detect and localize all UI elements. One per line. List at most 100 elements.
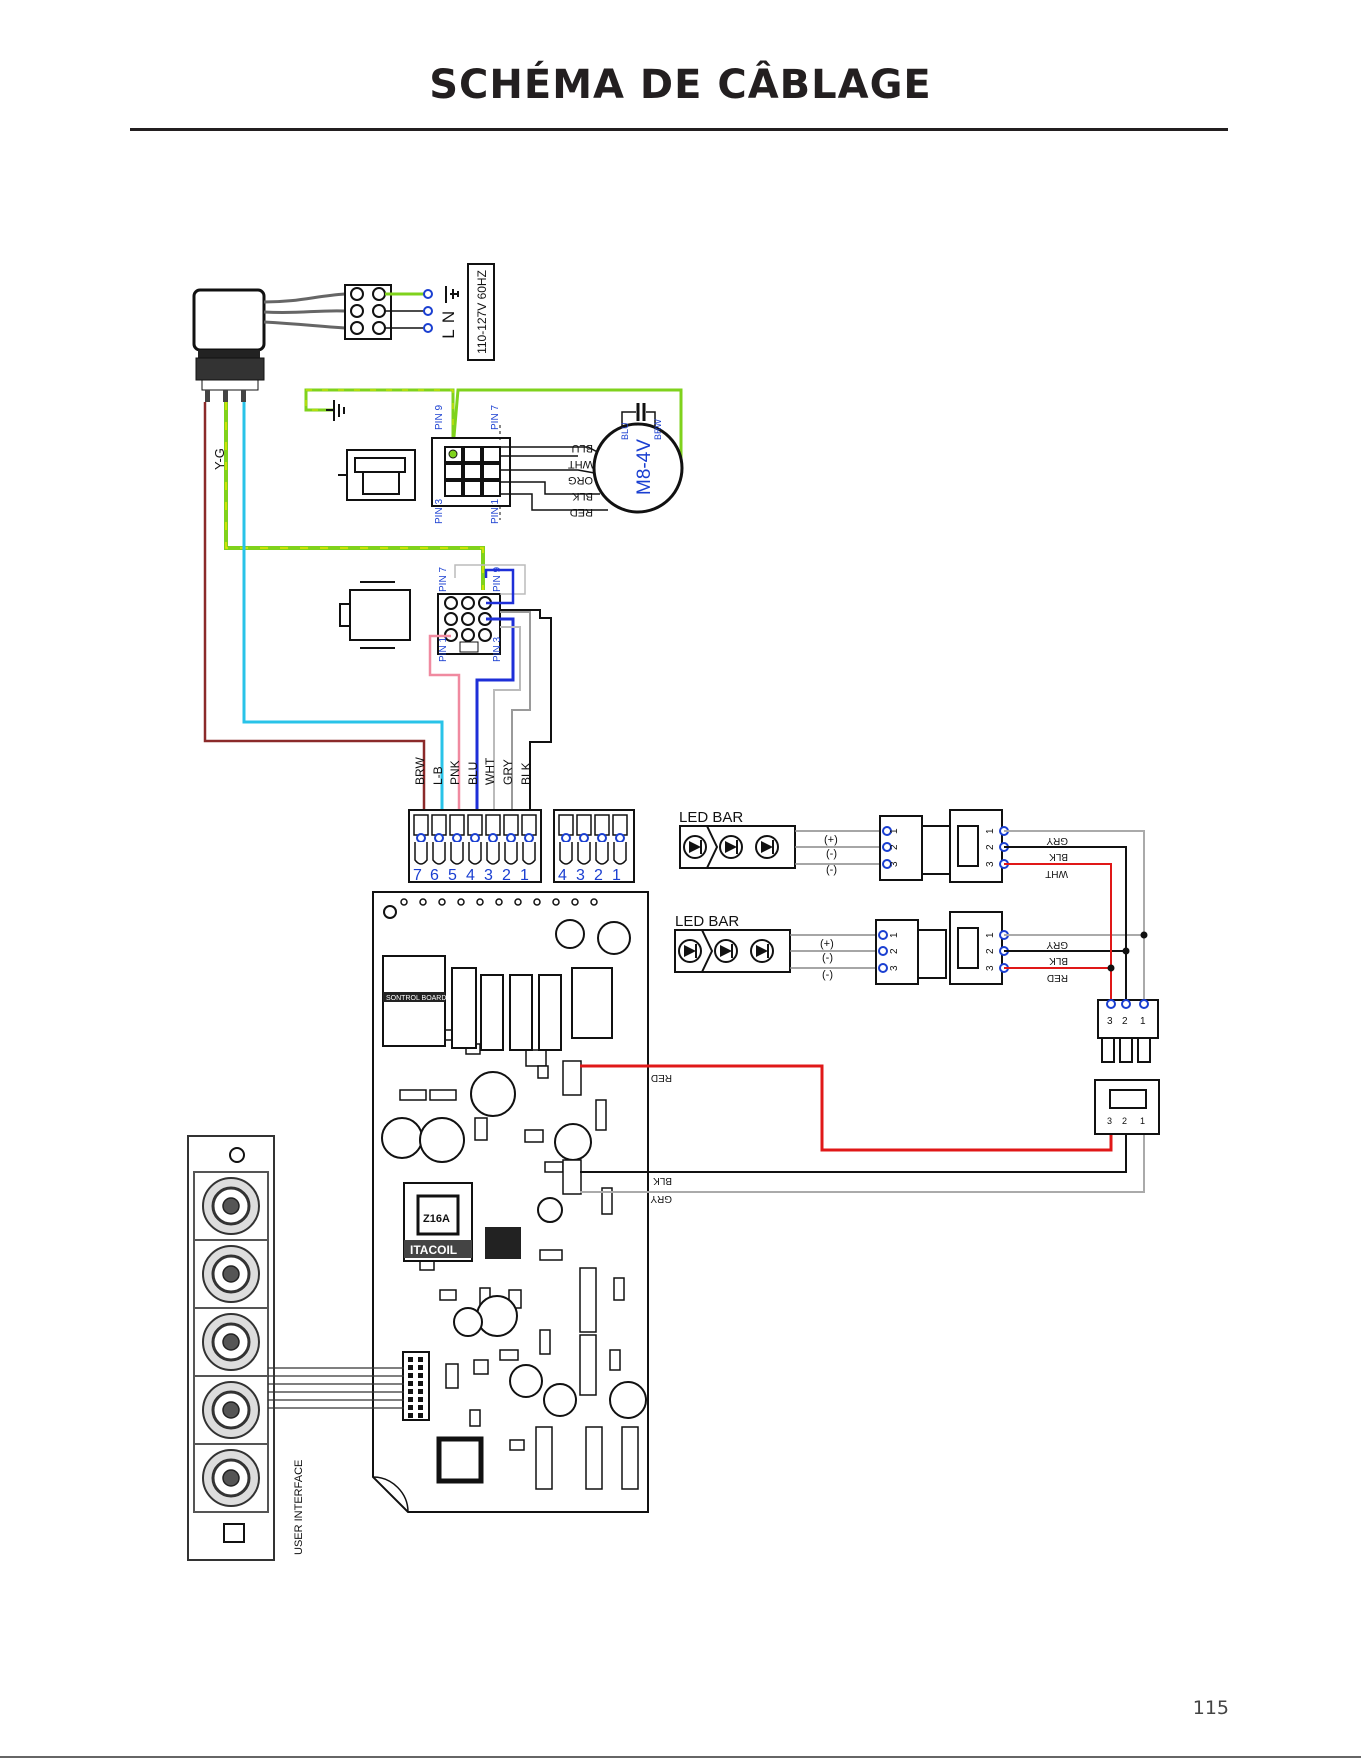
power-plug-base (195, 357, 265, 381)
svg-text:3: 3 (985, 965, 996, 971)
terminal-b-num-4: 4 (558, 867, 567, 884)
led-bar-2-label: LED BAR (675, 913, 739, 930)
svg-text:BRW: BRW (653, 419, 663, 440)
svg-text:PNK: PNK (448, 760, 462, 785)
svg-text:WHT: WHT (483, 757, 497, 785)
svg-text:BLK: BLK (1049, 851, 1068, 862)
terminal-wires (203, 402, 552, 830)
svg-text:1: 1 (1140, 1016, 1146, 1027)
svg-text:GRY: GRY (1046, 835, 1068, 846)
terminal-wire-labels: BRW L-B PNK BLU WHT GRY BLK (413, 757, 533, 785)
terminal-b-num-1: 1 (612, 867, 621, 884)
svg-text:GRY: GRY (1046, 939, 1068, 950)
capacitor-icon (636, 403, 646, 421)
motor-connector-9pin (431, 437, 511, 507)
led-bar-1: LED BAR (+) (-) (-) 1 2 3 1 2 3 GRY BLK … (679, 809, 1068, 883)
svg-text:BLU: BLU (466, 762, 480, 785)
motor-model: M8-4V (634, 439, 655, 495)
svg-text:3: 3 (1107, 1016, 1113, 1027)
svg-text:(+): (+) (824, 834, 838, 846)
svg-text:RED: RED (1047, 972, 1068, 983)
power-input: N L 110-127V 60HZ (192, 263, 495, 402)
svg-text:1: 1 (985, 828, 996, 834)
power-plug-body (192, 288, 266, 352)
svg-text:L-B: L-B (431, 766, 445, 785)
svg-text:3: 3 (985, 861, 996, 867)
terminal-screw (521, 814, 537, 836)
user-interface-panel: USER INTERFACE (187, 1135, 404, 1561)
led-bar-1-label: LED BAR (679, 809, 743, 826)
svg-text:(-): (-) (826, 848, 837, 860)
svg-text:(+): (+) (820, 938, 834, 950)
ground-wire-label: Y-G (212, 448, 227, 470)
terminal-screw (449, 814, 465, 836)
svg-text:GRY: GRY (501, 759, 515, 785)
terminal-screw (612, 814, 628, 836)
terminal-b-num-2: 2 (594, 867, 603, 884)
svg-text:2: 2 (985, 844, 996, 850)
svg-text:WHT: WHT (568, 458, 593, 470)
terminal-screw (576, 814, 592, 836)
svg-text:WHT: WHT (1045, 868, 1068, 879)
terminal-a-num-5: 5 (448, 867, 457, 884)
terminal-block-4 (553, 809, 635, 883)
svg-text:3: 3 (889, 965, 900, 971)
live-label: L (439, 329, 458, 338)
svg-text:BLK: BLK (519, 762, 533, 785)
motor-pin7-label: PIN 7 (490, 405, 501, 430)
svg-text:RED: RED (570, 506, 593, 518)
svg-text:ORG: ORG (568, 474, 593, 486)
svg-text:BLK: BLK (572, 490, 593, 502)
bottom-divider (0, 1756, 1361, 1758)
control-connector: PIN 7 PIN 9 PIN 1 PIN 3 (339, 564, 526, 662)
svg-text:PIN 3: PIN 3 (492, 637, 503, 662)
svg-text:PIN 9: PIN 9 (492, 567, 503, 592)
terminal-b-num-3: 3 (576, 867, 585, 884)
svg-text:Z16A: Z16A (423, 1213, 450, 1225)
terminal-a-num-6: 6 (430, 867, 439, 884)
svg-text:BLU: BLU (572, 442, 593, 454)
control-board: SONTROL BOARD Z16A ITACOIL (372, 891, 672, 1513)
motor-pin9-label: PIN 9 (434, 405, 445, 430)
svg-text:BRW: BRW (413, 757, 427, 785)
terminal-screw (467, 814, 483, 836)
neutral-label: N (439, 311, 458, 323)
svg-text:1: 1 (1140, 1116, 1145, 1126)
svg-text:2: 2 (1122, 1116, 1127, 1126)
terminal-a-num-1: 1 (520, 867, 529, 884)
voltage-label: 110-127V 60HZ (475, 270, 489, 354)
svg-text:2: 2 (1122, 1016, 1128, 1027)
svg-text:ITACOIL: ITACOIL (410, 1243, 457, 1257)
relay-group (382, 955, 613, 1051)
page-title: SCHÉMA DE CÂBLAGE (429, 62, 932, 108)
terminal-a-num-7: 7 (413, 867, 422, 884)
terminal-screw (485, 814, 501, 836)
terminal-a-num-2: 2 (502, 867, 511, 884)
svg-text:PIN 1: PIN 1 (438, 637, 449, 662)
motor-icon (592, 422, 684, 514)
svg-text:3: 3 (1107, 1116, 1112, 1126)
svg-text:2: 2 (889, 844, 900, 850)
terminal-screw (503, 814, 519, 836)
terminal-a-num-3: 3 (484, 867, 493, 884)
svg-text:BLK: BLK (653, 1175, 672, 1186)
title-divider (130, 128, 1228, 131)
svg-text:GRY: GRY (650, 1193, 672, 1204)
svg-text:BLU: BLU (620, 422, 630, 440)
led-bar-2: LED BAR (+) (-) (-) 1 2 3 1 2 3 GRY BLK … (674, 911, 1068, 985)
svg-text:RED: RED (651, 1072, 672, 1083)
terminal-screw (413, 814, 429, 836)
motor-pin3-label: PIN 3 (434, 499, 445, 524)
earth-icon (445, 286, 459, 303)
page-number: 115 (1192, 1697, 1229, 1719)
svg-text:SONTROL BOARD: SONTROL BOARD (386, 995, 446, 1002)
terminal-a-num-4: 4 (466, 867, 475, 884)
svg-text:(-): (-) (822, 952, 833, 964)
junction-connector: 3 2 1 3 2 1 (1094, 999, 1160, 1135)
motor-ground-icon (326, 400, 345, 421)
led-wiring (580, 830, 1148, 1193)
terminal-screw (431, 814, 447, 836)
svg-text:BLK: BLK (1049, 955, 1068, 966)
